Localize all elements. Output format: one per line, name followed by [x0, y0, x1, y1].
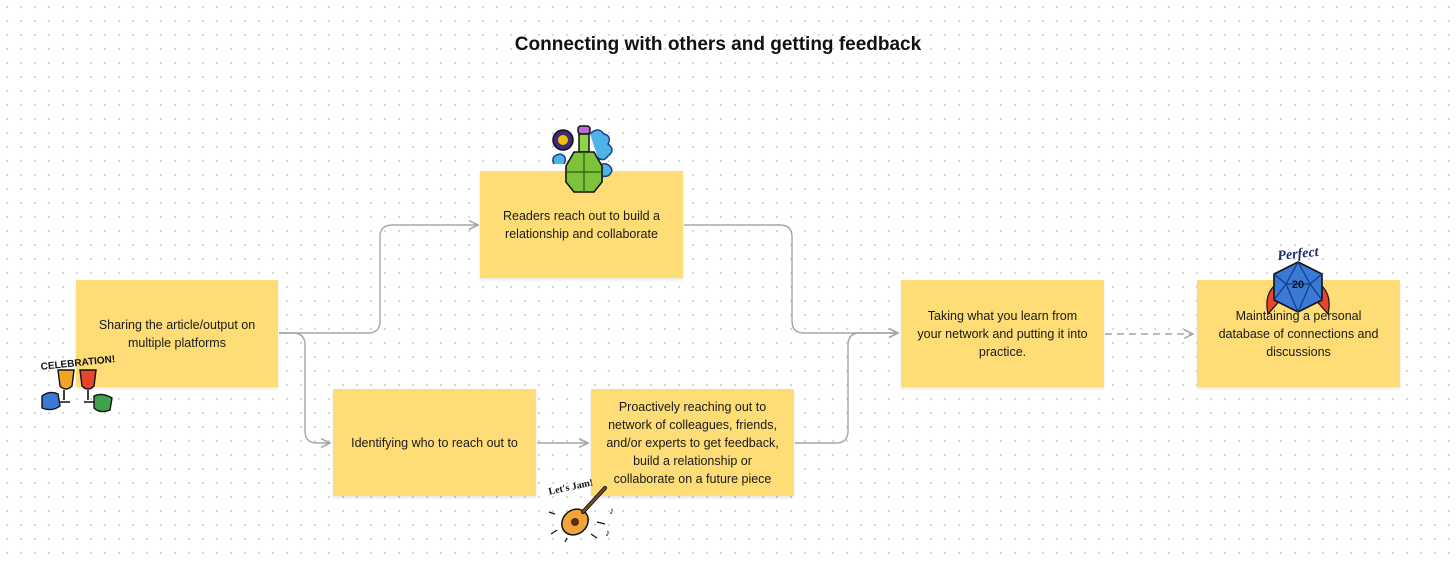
svg-text:♪: ♪ — [609, 506, 614, 517]
potion-bottle-icon — [552, 125, 613, 193]
note-identifying-who[interactable]: Identifying who to reach out to — [333, 389, 536, 496]
note-sharing-article[interactable]: Sharing the article/output on multiple p… — [76, 280, 278, 387]
toasting-goblets-icon: CELEBRATION! — [40, 354, 116, 413]
connector-readers-to-taking[interactable] — [684, 224, 898, 333]
note-sharing-article-text: Sharing the article/output on multiple p… — [98, 317, 256, 350]
lets-jam-text: Let's Jam! — [548, 477, 595, 497]
connector-proactive-to-taking[interactable] — [795, 333, 898, 444]
d20-dice-icon: 20 Perfect — [1266, 245, 1330, 316]
note-proactively-reaching-out[interactable]: Proactively reaching out to network of c… — [591, 389, 794, 496]
connector-share-to-identify[interactable] — [279, 332, 330, 443]
lute-icon: ♪ ♪ Let's Jam! — [548, 477, 614, 542]
note-taking-what-you-learn-text: Taking what you learn from your network … — [917, 308, 1088, 359]
celebration-text: CELEBRATION! — [40, 354, 116, 373]
note-readers-reach-out-text: Readers reach out to build a relationshi… — [502, 208, 661, 241]
svg-text:♪: ♪ — [605, 528, 610, 539]
dice-value-text: 20 — [1292, 279, 1304, 291]
note-identifying-who-text: Identifying who to reach out to — [351, 435, 518, 450]
note-proactively-reaching-out-text: Proactively reaching out to network of c… — [606, 399, 779, 486]
note-taking-what-you-learn[interactable]: Taking what you learn from your network … — [901, 280, 1104, 387]
connector-share-to-readers[interactable] — [279, 225, 478, 334]
diagram-title: Connecting with others and getting feedb… — [514, 34, 922, 55]
perfect-text: Perfect — [1277, 245, 1321, 264]
